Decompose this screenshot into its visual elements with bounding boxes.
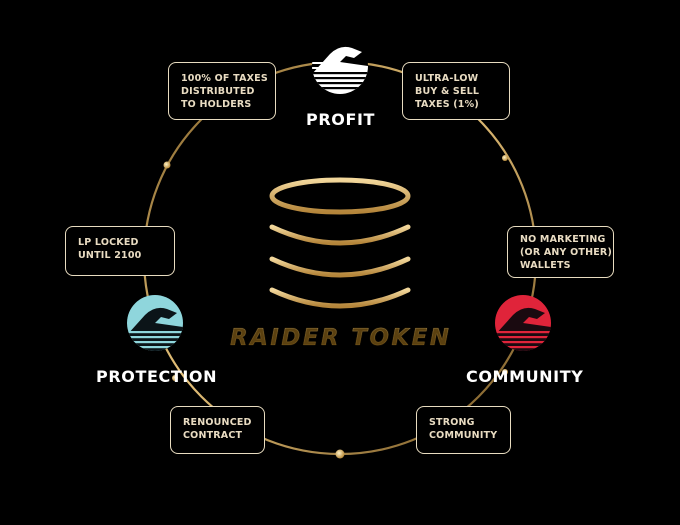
feature-line: RENOUNCED — [183, 417, 252, 428]
ring-dot — [172, 375, 178, 381]
feature-line: 100% OF TAXES — [181, 73, 268, 84]
ring-dot — [335, 449, 345, 459]
community-emblem — [495, 295, 551, 351]
ring-dot — [502, 369, 508, 375]
feature-line: ULTRA-LOW — [415, 73, 479, 84]
feature-line: BUY & SELL — [415, 86, 480, 97]
feature-box-lp-locked: LP LOCKED UNTIL 2100 — [65, 226, 175, 276]
eagle-emblem-icon — [127, 295, 183, 351]
eagle-emblem-icon — [495, 295, 551, 351]
feature-line: UNTIL 2100 — [78, 250, 142, 261]
feature-box-tax-distribution: 100% OF TAXES DISTRIBUTED TO HOLDERS — [168, 62, 276, 120]
feature-line: (OR ANY OTHER) — [520, 247, 612, 258]
protection-emblem — [127, 295, 183, 351]
database-icon — [269, 177, 411, 309]
feature-line: TAXES (1%) — [415, 99, 479, 110]
feature-box-strong-community: STRONG COMMUNITY — [416, 406, 511, 454]
feature-line: DISTRIBUTED — [181, 86, 255, 97]
feature-line: CONTRACT — [183, 430, 243, 441]
eagle-emblem-icon — [312, 38, 368, 94]
profit-emblem — [312, 38, 368, 94]
feature-box-low-taxes: ULTRA-LOW BUY & SELL TAXES (1%) — [402, 62, 510, 120]
feature-line: WALLETS — [520, 260, 571, 271]
brand-title: RAIDER TOKEN — [230, 325, 452, 351]
pillar-profit-label: PROFIT — [306, 110, 376, 129]
feature-line: STRONG — [429, 417, 475, 428]
pillar-community-label: COMMUNITY — [466, 367, 584, 386]
feature-line: NO MARKETING — [520, 234, 606, 245]
pillar-protection-label: PROTECTION — [96, 367, 218, 386]
ring-dot — [502, 155, 508, 161]
ring-dots — [163, 82, 508, 459]
feature-box-no-marketing-wallets: NO MARKETING (OR ANY OTHER) WALLETS — [507, 226, 614, 278]
feature-line: LP LOCKED — [78, 237, 139, 248]
feature-box-renounced-contract: RENOUNCED CONTRACT — [170, 406, 265, 454]
feature-line: COMMUNITY — [429, 430, 498, 441]
ring-dot — [163, 161, 171, 169]
feature-line: TO HOLDERS — [181, 99, 252, 110]
